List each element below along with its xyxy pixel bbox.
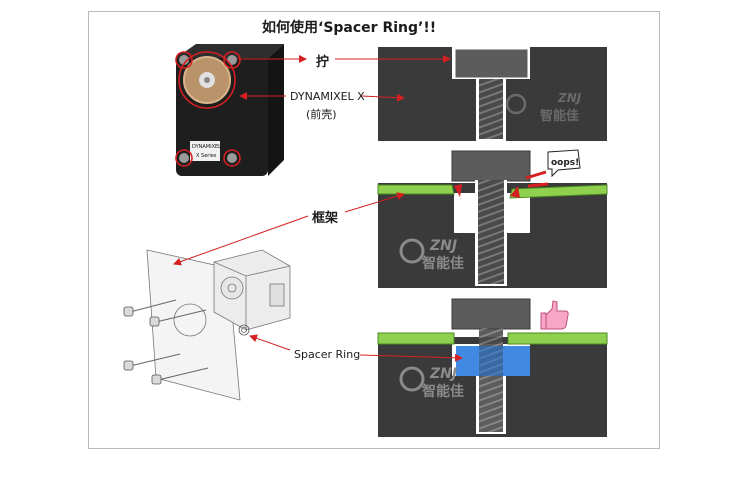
- watermark-latin: ZNJ: [557, 91, 582, 105]
- screw-label: 拧: [316, 51, 329, 70]
- servo-brand-label: DYNAMIXEL: [192, 144, 221, 150]
- panel-screw-diagram: ZNJ 智能佳: [378, 47, 607, 141]
- watermark-latin: ZNJ: [429, 366, 457, 382]
- front-shell-label: (前壳): [306, 106, 337, 122]
- frame-label: 框架: [312, 207, 338, 226]
- panel-without-spacer: oops! ZNJ 智能佳: [378, 150, 607, 288]
- watermark-latin: ZNJ: [429, 238, 457, 254]
- panel-with-spacer: ZNJ 智能佳: [378, 299, 607, 437]
- oops-bubble-text: oops!: [551, 158, 579, 168]
- thumbs-up-icon: [541, 301, 568, 329]
- watermark-chinese: 智能佳: [540, 108, 579, 124]
- servo-motor-image: [176, 44, 284, 176]
- spacer-ring-label: Spacer Ring: [294, 348, 360, 361]
- watermark-chinese: 智能佳: [421, 255, 464, 272]
- servo-series-label: X Series: [196, 153, 217, 159]
- watermark-chinese: 智能佳: [421, 383, 464, 400]
- frame-assembly-image: [124, 250, 290, 400]
- motor-name-label: DYNAMIXEL X: [290, 90, 365, 103]
